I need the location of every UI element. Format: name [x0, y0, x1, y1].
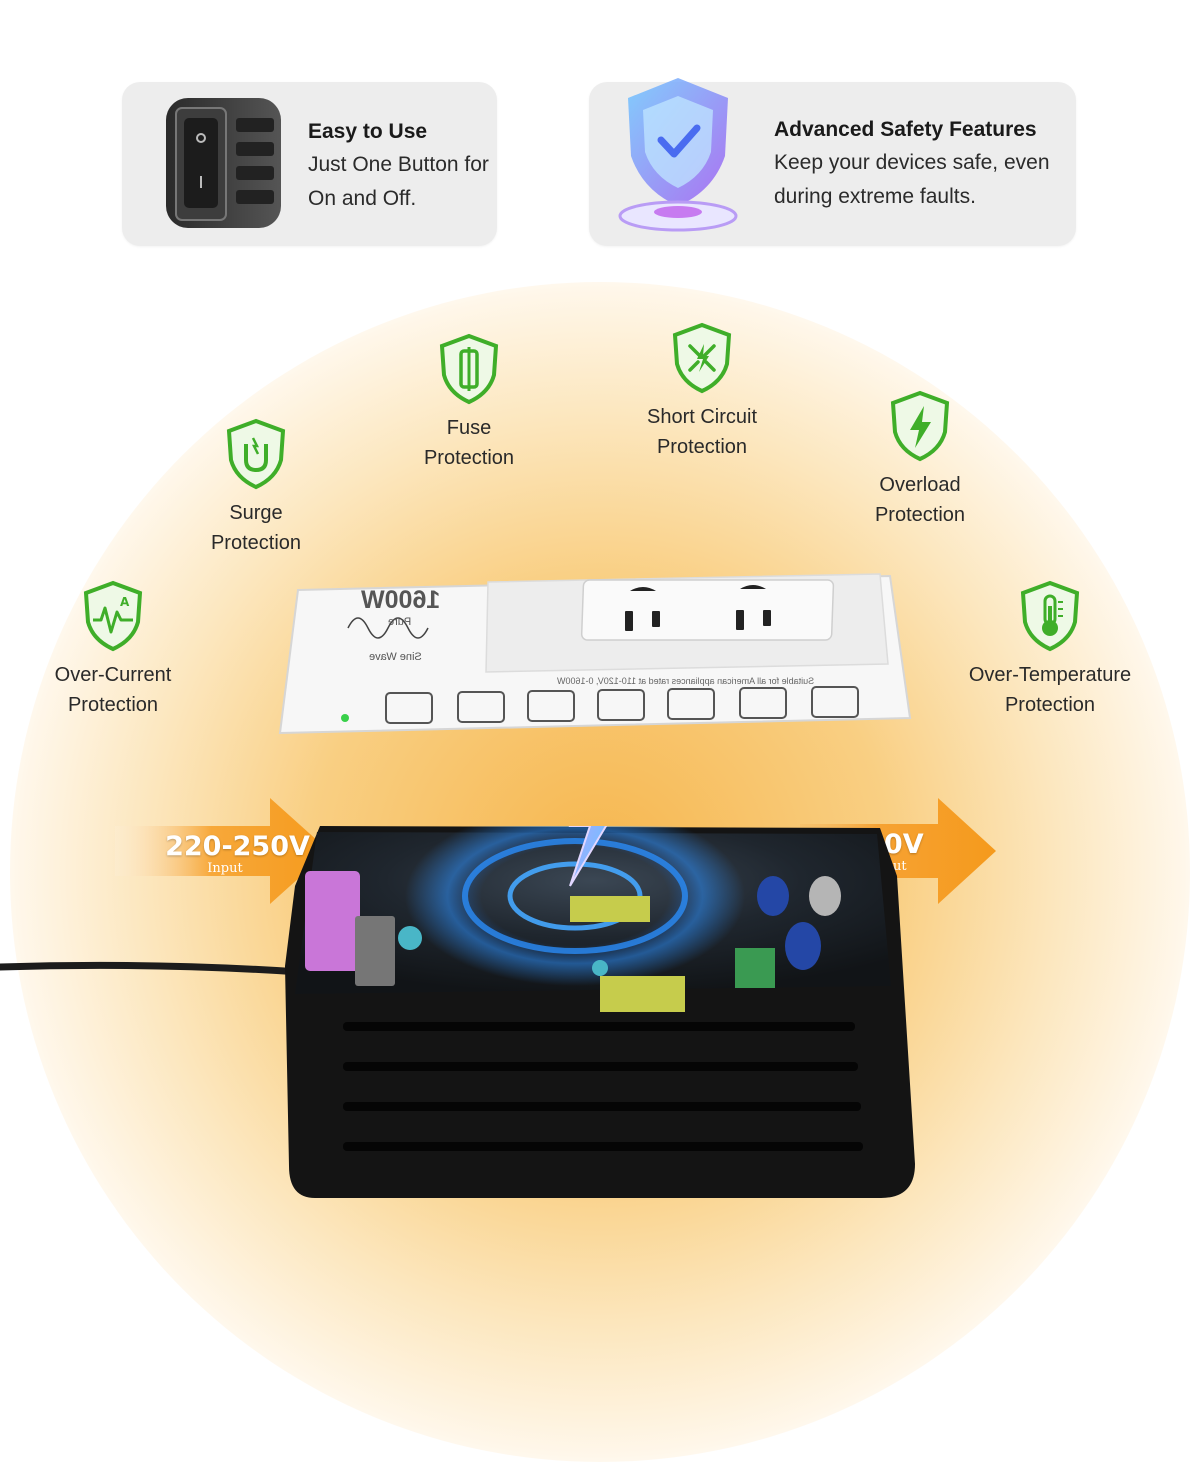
- device-wave-sine: Sine Wave: [368, 651, 422, 663]
- feature-label: Fuse Protection: [423, 417, 515, 469]
- safety-features-card: Advanced Safety Features Keep your devic…: [589, 78, 1076, 246]
- device-suitability-text: Suitable for all American appliances rat…: [556, 676, 815, 686]
- feature-surge-protection: Surge Protection: [146, 418, 366, 558]
- card-description: Keep your devices safe, even during extr…: [774, 151, 1050, 208]
- feature-over-temperature-protection: Over-Temperature Protection: [940, 580, 1160, 720]
- card-title: Advanced Safety Features: [774, 118, 1037, 141]
- feature-fuse-protection: Fuse Protection: [359, 333, 579, 473]
- input-voltage-label: 220-250V: [165, 831, 310, 862]
- feature-label: Over-Current Protection: [54, 664, 172, 716]
- over-current-shield-icon: A: [83, 580, 143, 652]
- feature-overload-protection: Overload Protection: [810, 390, 1030, 530]
- device-wave-pure: Pure: [388, 616, 412, 628]
- device-power-label: 1600W: [361, 586, 441, 614]
- thermometer-shield-icon: [1020, 580, 1080, 652]
- fuse-shield-icon: [439, 333, 499, 405]
- feature-short-circuit-protection: Short Circuit Protection: [592, 322, 812, 462]
- power-switch-icon: [166, 98, 281, 228]
- easy-to-use-card: Easy to Use Just One Button for On and O…: [122, 82, 497, 246]
- surge-shield-icon: [226, 418, 286, 490]
- overload-shield-icon: [890, 390, 950, 462]
- feature-label: Surge Protection: [210, 502, 302, 554]
- card-title: Easy to Use: [308, 120, 428, 143]
- power-cord: [0, 961, 300, 976]
- svg-text:A: A: [120, 595, 130, 609]
- inverter-housing: [285, 826, 915, 1198]
- feature-label: Overload Protection: [874, 474, 966, 526]
- safety-shield-icon: [618, 78, 738, 232]
- short-circuit-shield-icon: [672, 322, 732, 394]
- input-label: Input: [207, 861, 243, 876]
- feature-label: Short Circuit Protection: [646, 406, 758, 458]
- feature-label: Over-Temperature Protection: [968, 664, 1132, 716]
- feature-over-current-protection: A Over-Current Protection: [3, 580, 223, 720]
- outlet-sockets: [625, 585, 771, 631]
- inverter-top-panel: [278, 573, 912, 735]
- card-description: Just One Button for On and Off.: [308, 153, 489, 210]
- input-arrow-icon: [115, 798, 329, 904]
